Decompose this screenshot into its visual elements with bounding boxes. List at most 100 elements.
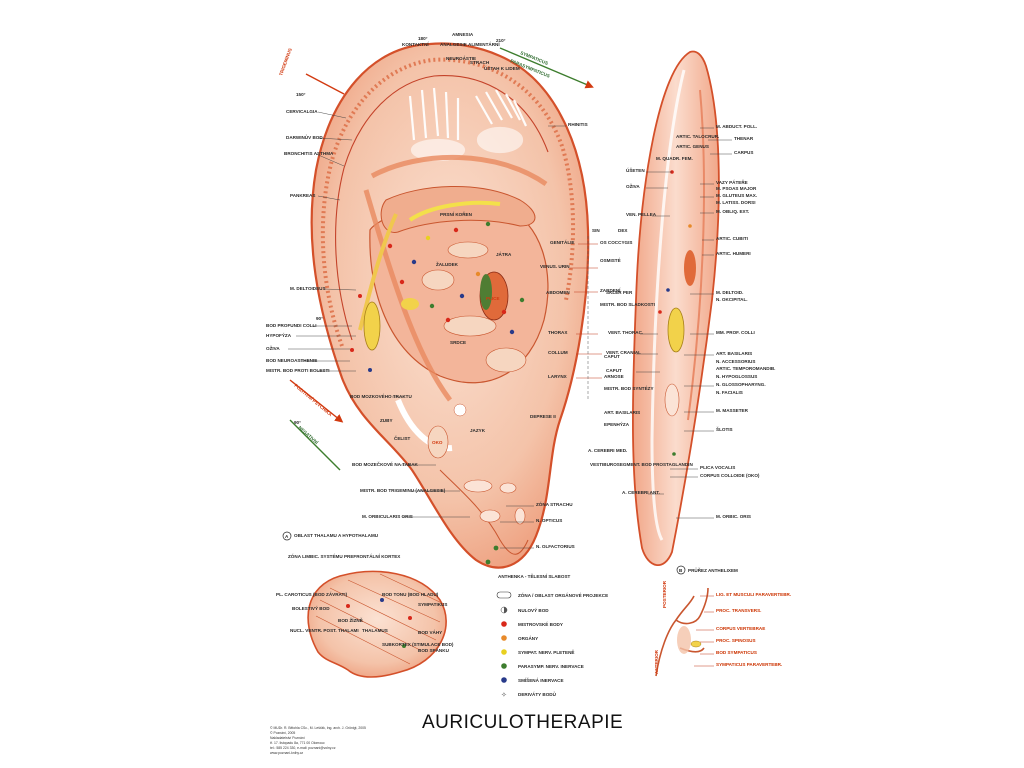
credits-line: www.poznani-knihy.cz xyxy=(270,751,303,755)
thalamus-label: BOD SPÁNKU xyxy=(418,647,450,653)
antihelix-label: ŠLOTIS xyxy=(716,425,733,432)
antihelix-label: N. HYPOGLOSSUS xyxy=(716,374,757,379)
credits-line: tel.: 585 224 330, e-mail: poznani@volny… xyxy=(270,746,336,750)
right-label: ARNOSE xyxy=(604,374,624,379)
cross-section-side-label: POSTERIOR xyxy=(662,580,667,608)
left-label: BOD NEUROASTHENIE xyxy=(266,358,317,363)
section-a: A OBLAST THALAMU A HYPOTHALAMU ZÓNA LIMB… xyxy=(276,532,454,677)
antihelix-label: M. LATISS. DORSI xyxy=(716,200,755,205)
antihelix-label: M. DELTOID. xyxy=(716,290,743,295)
antihelix-label: N. GLOSSOPHARYNG. xyxy=(716,382,766,387)
angle-180: 180° xyxy=(418,36,428,41)
legend-dot-yellow xyxy=(501,649,507,655)
top-label: STRACH xyxy=(470,60,490,65)
antihelix-label: M. OBLIQ. EXT. xyxy=(716,209,749,214)
antihelix-label: ART. BASILARIS xyxy=(604,410,640,415)
thalamus-label: BOLESTIVÝ BOD xyxy=(292,605,330,611)
thalamus-label: PL. CAROTICUS (BOD ZÁVRATI) xyxy=(276,591,348,597)
left-label: BOD MOZEČKOVÉ NA TABAK xyxy=(352,460,419,467)
antihelix-label: A. CEREBRI MED. xyxy=(588,448,627,453)
left-label: HYPOFÝZA xyxy=(266,332,292,338)
legend-label: NULOVÝ BOD xyxy=(518,607,549,613)
cross-section-label: PROC. TRANSVERS. xyxy=(716,608,761,613)
antihelix-label: M. GLUTEUS MAX. xyxy=(716,193,757,198)
left-label: TRIGEMINUS xyxy=(278,48,293,77)
antihelix-label: VENT. THORAC. xyxy=(608,330,643,335)
legend-label: ORGÁNY xyxy=(518,635,538,641)
antihelix-label: N. OKCIPITAL. xyxy=(716,297,748,302)
antihelix-label: VAZY PÁTEŘE xyxy=(716,178,748,185)
credits-line: tř. 17. listopadu 8a, 771 00 Olomouc xyxy=(270,741,325,745)
legend-label: PARASYMP. NERV. INERVACE xyxy=(518,664,584,669)
thalamus-label: BOD TONU (BOD HLADU) xyxy=(382,592,439,597)
antihelix-label: PLICA VOCALIS xyxy=(700,465,735,470)
left-label: CERVICALGIA xyxy=(286,109,318,114)
thalamus-label: SYMPATIKUS xyxy=(418,602,447,607)
right-label: OSMISTÉ xyxy=(600,256,621,263)
left-label: OŽIVA xyxy=(266,344,280,351)
right-label: ABDOMEN xyxy=(546,290,570,295)
antihelix-label: A. CEREBRI ANT. xyxy=(622,490,660,495)
section-b-caption: PRŮŘEZ ANTHELIXEM xyxy=(688,566,738,573)
column-head-sin: SIN xyxy=(592,228,600,233)
inner-label: OKO xyxy=(432,440,443,445)
antihelix-label: M. PSOAS MAJOR xyxy=(716,186,757,191)
right-label: RHINITIS xyxy=(568,122,588,127)
antihelix-label: M. MASSETER xyxy=(716,408,749,413)
thalamus-label: NUCL. VENTR. POST. THALAMI xyxy=(290,628,359,633)
legend-zone-symbol xyxy=(497,592,511,598)
cross-section-label: LIG. ET MUSCULI PARAVERTEBR. xyxy=(716,592,791,597)
legend-label: DERIVÁTY BODŮ xyxy=(518,690,557,697)
thalamus-label: THALAMUS xyxy=(362,628,388,633)
cross-section-label: CORPUS VERTEBRAE xyxy=(716,626,765,631)
antihelix-label: M. ORBIC. ORIS xyxy=(716,514,751,519)
antihelix-label: OŽIVA xyxy=(626,182,640,189)
left-label: MISTR. BOD TRIGEMINU (ANALGESIE) xyxy=(360,488,446,493)
top-label: ALIMENTÁRNÍ xyxy=(468,40,500,47)
thalamus-zone xyxy=(308,571,446,677)
arrow-label-positive: POZITIVNÍ PSYCHIKA xyxy=(293,381,334,417)
antihelix-label: MISTR. BOD SLADKOSTI xyxy=(600,302,655,307)
right-label: LARYNX xyxy=(548,374,568,379)
legend-label: MISTROVSKÉ BODY xyxy=(518,620,563,627)
right-label: ANTHENKA - TĚLESNÍ SLABOST xyxy=(498,572,571,579)
right-label: VENUS. URIN xyxy=(540,264,570,269)
thalamus-label: BOD ŽÍZNĚ xyxy=(338,616,363,623)
antihelix-label: ARTIC. HUMERI xyxy=(716,251,751,256)
antihelix-label: ARTIC. CUBITI xyxy=(716,236,748,241)
inner-label: ČELIST xyxy=(394,435,411,441)
antihelix-label: CAPUT xyxy=(606,368,622,373)
top-label: KONTAKTNÍ xyxy=(402,40,429,47)
left-label: DARWINŮV BOD xyxy=(286,133,323,140)
inner-label: ZUBY xyxy=(380,418,393,423)
cross-section-tissue xyxy=(677,626,691,654)
top-label: ANALGESIE xyxy=(440,42,467,47)
antihelix-label: N. FACIALIS xyxy=(716,390,743,395)
right-label: OS COCCYGIS xyxy=(600,240,632,245)
section-b: B PRŮŘEZ ANTHELIXEM POSTERIOR ANTERIOR L… xyxy=(654,566,791,676)
right-label: DEPRESE II xyxy=(530,414,556,419)
right-label: N. OPTICUS xyxy=(536,518,562,523)
angle-90-a: 90° xyxy=(316,316,323,321)
inner-label: ŽALUDEK xyxy=(436,260,459,267)
legend-dot-blue xyxy=(501,677,507,683)
antihelix-label: MISTR. BOD SYNTÉZY xyxy=(604,384,654,391)
antihelix-label: ARTIC. GENUS xyxy=(676,144,709,149)
antihelix-label: VENT. CRANIAL xyxy=(606,350,641,355)
column-head-dex: DEX xyxy=(618,228,628,233)
cross-section-side-label: ANTERIOR xyxy=(654,649,659,674)
cross-section-label: SYMPATICUS PARAVERTEBR. xyxy=(716,662,782,667)
legend-dot-orange xyxy=(501,635,507,641)
credits-block: © MUDr. R. Bělohla CSc., M. Lešťák, Ing.… xyxy=(270,726,366,755)
inner-label: PLICE xyxy=(486,296,500,301)
right-label: COLLUM xyxy=(548,350,568,355)
top-label: AMNESIA xyxy=(452,32,474,37)
antihelix-label: ARTIC. TALOCRUR. xyxy=(676,134,719,139)
thalamus-label: BOD VÁHY xyxy=(418,629,442,635)
angle-150: 150° xyxy=(296,92,306,97)
right-label: N. OLFACTORIUS xyxy=(536,544,575,549)
inner-label: JAZYK xyxy=(470,428,486,433)
right-label: GENITÁLIE xyxy=(550,239,575,245)
legend: ZÓNA / OBLAST ORGÁNOVÉ PROJEKCE NULOVÝ B… xyxy=(497,591,608,699)
left-label: BOD MOZKOVÉHO TRAKTU xyxy=(350,392,412,399)
